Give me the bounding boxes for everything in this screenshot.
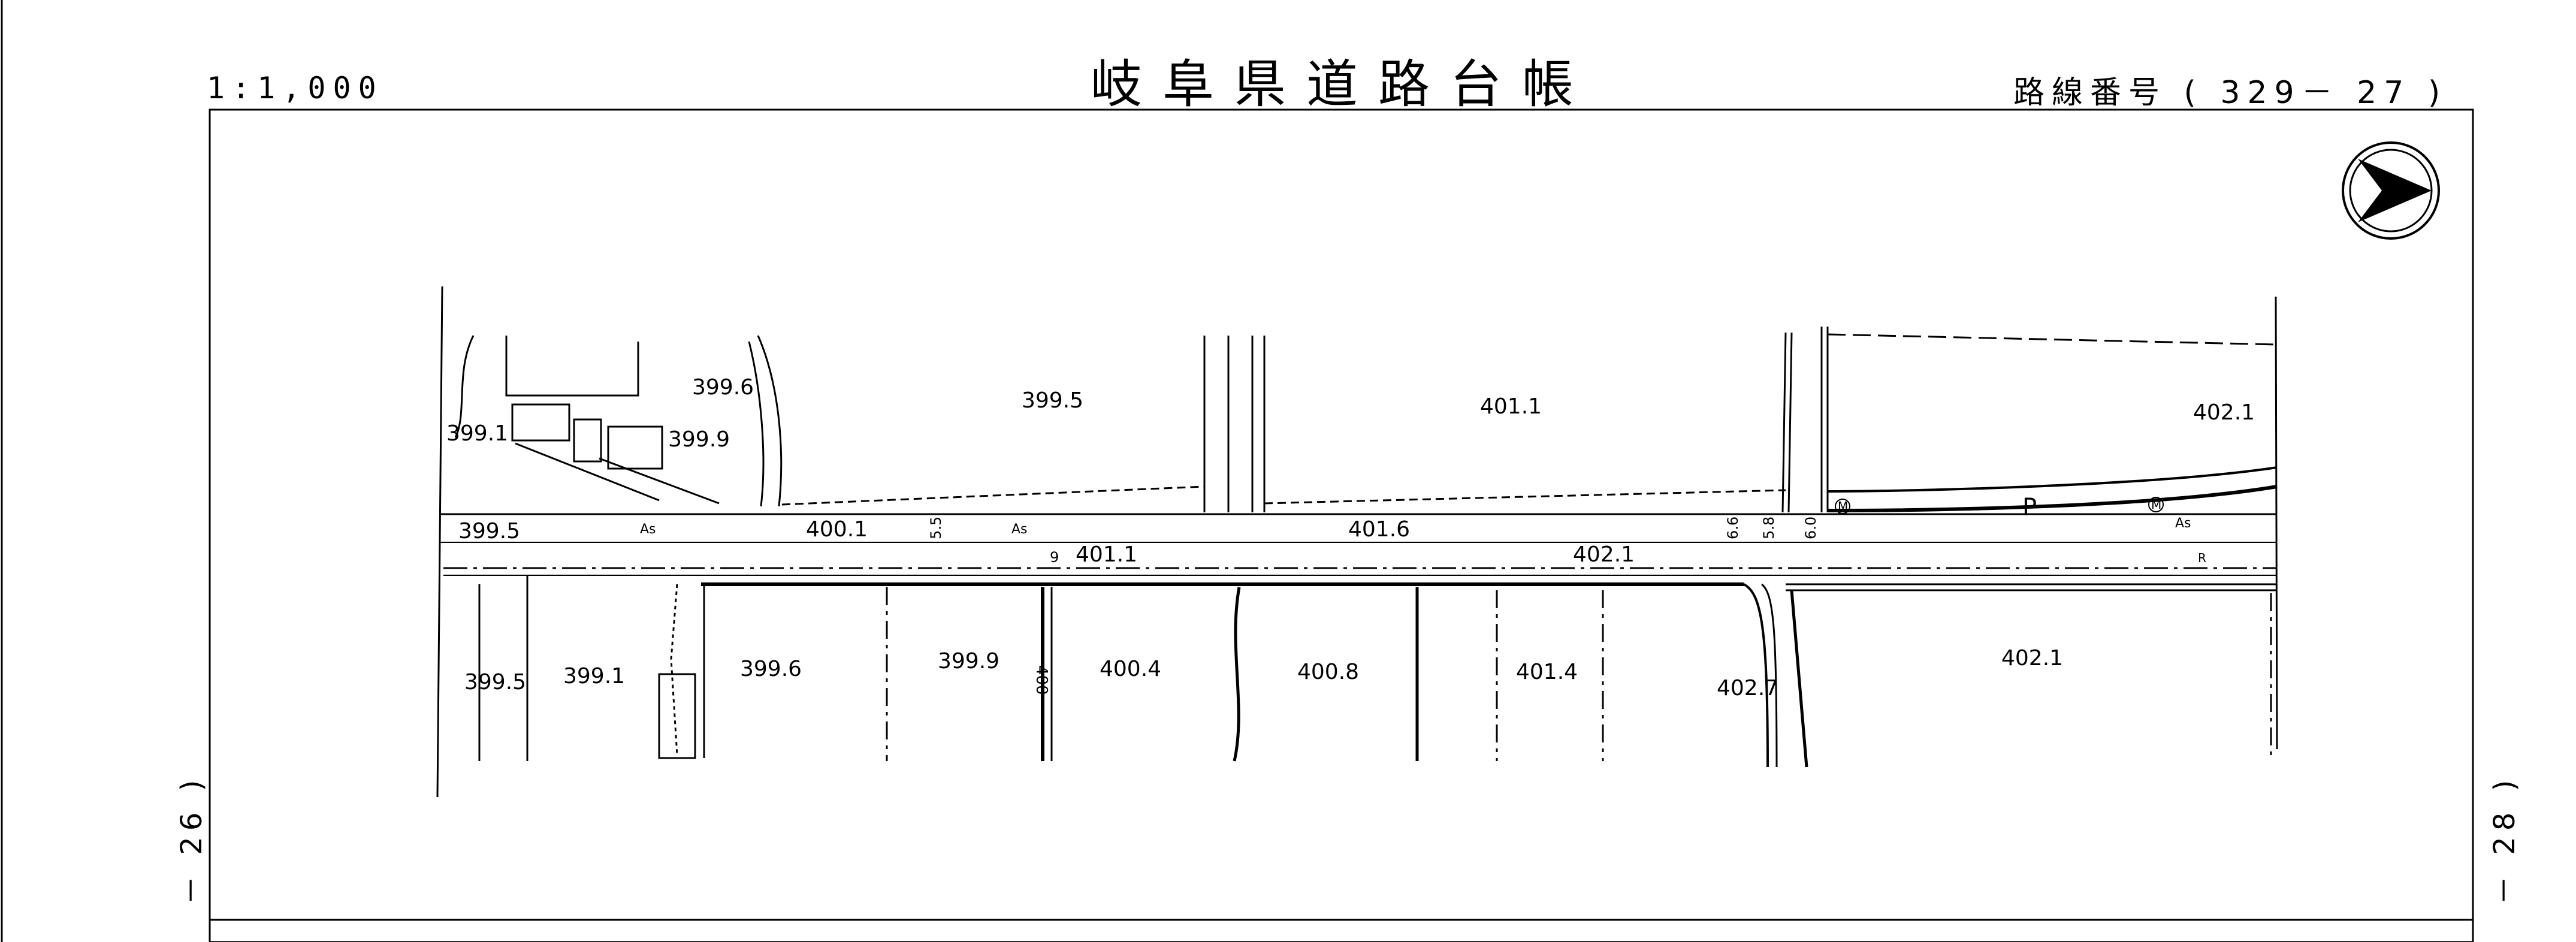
width-label: 5.8: [1760, 517, 1777, 539]
elev-label: 400.8: [1297, 660, 1359, 684]
elev-label: 402.1: [2001, 646, 2063, 671]
elev-label: 400.4: [1100, 657, 1161, 681]
elev-label: 401.1: [1076, 542, 1137, 567]
surface-label: As: [2175, 516, 2191, 531]
route-number: 路線番号 ( 329－ 27 ): [2013, 75, 2448, 111]
symbol-r: R: [2198, 551, 2206, 565]
width-label: 9: [1050, 549, 1059, 566]
elev-label: 399.5: [458, 519, 520, 544]
elev-label: 401.4: [1516, 660, 1578, 684]
north-arrow-icon: [2342, 141, 2440, 240]
elev-label: 399.1: [446, 421, 508, 446]
elev-label: 401.1: [1480, 394, 1542, 419]
elevations-south: 399.5 399.1 399.6 399.9 400.4 400.8 401.…: [464, 646, 2063, 701]
elev-label: 399.9: [938, 649, 999, 674]
elev-label: 402.1: [2193, 400, 2255, 425]
elev-label: 399.5: [1022, 388, 1083, 413]
elev-label: 399.6: [740, 657, 802, 681]
elev-label: 399.9: [668, 427, 730, 452]
surface-label: As: [1011, 522, 1028, 537]
elev-label: 402.1: [1573, 542, 1635, 567]
elevations-north: 399.6 399.1 399.9 399.5 401.1 402.1: [446, 375, 2255, 452]
contour-label: 400: [1032, 665, 1050, 695]
width-label: 6.6: [1725, 517, 1741, 539]
elev-label: 401.6: [1348, 517, 1410, 542]
width-label: 6.0: [1802, 517, 1819, 539]
elev-label: 399.5: [464, 670, 526, 695]
elev-label: 399.1: [563, 664, 625, 689]
map-frame: [209, 108, 2474, 942]
manhole-symbol: M: [1838, 499, 1848, 514]
parking-label: P: [2022, 494, 2037, 521]
elevations-road: 399.5 400.1 401.1 401.6 402.1: [458, 517, 1635, 567]
document-title: 岐阜県道路台帳: [1091, 55, 1594, 114]
elev-label: 400.1: [806, 517, 868, 542]
elev-label: 402.7: [1717, 676, 1778, 701]
surface-label: As: [640, 522, 656, 537]
elev-label: 399.6: [692, 375, 754, 400]
width-label: 5.5: [928, 517, 944, 539]
scale-label: 1:1,000: [207, 71, 383, 105]
manhole-symbol: M: [2151, 497, 2161, 512]
